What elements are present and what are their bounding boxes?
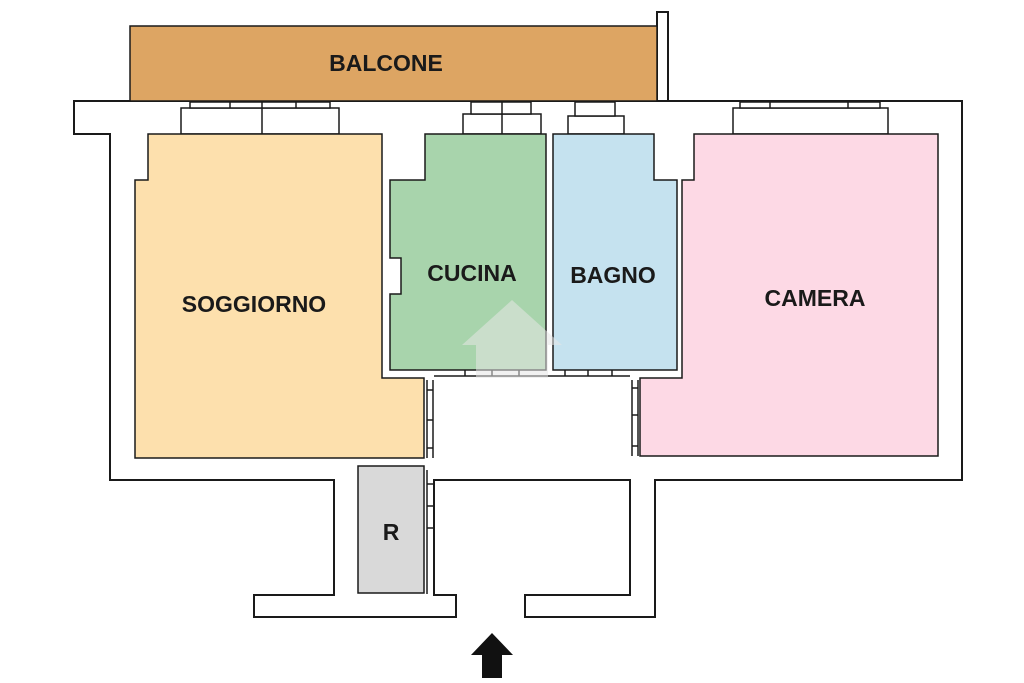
room-balcone-label: BALCONE bbox=[329, 50, 443, 76]
top-windows bbox=[180, 101, 889, 135]
room-bagno bbox=[552, 133, 678, 371]
room-ripostiglio bbox=[357, 465, 425, 594]
balcony-railing-post bbox=[656, 11, 669, 102]
room-bagno-label: BAGNO bbox=[570, 262, 656, 288]
room-balcone bbox=[129, 25, 658, 102]
room-soggiorno bbox=[134, 133, 425, 459]
room-camera-label: CAMERA bbox=[765, 285, 866, 311]
room-soggiorno-label: SOGGIORNO bbox=[182, 291, 326, 317]
up-arrow-icon bbox=[471, 633, 513, 678]
room-cucina-label: CUCINA bbox=[427, 260, 516, 286]
watermark-house-icon bbox=[462, 300, 562, 378]
room-camera bbox=[639, 133, 939, 457]
room-ripostiglio-label: R bbox=[383, 519, 400, 545]
